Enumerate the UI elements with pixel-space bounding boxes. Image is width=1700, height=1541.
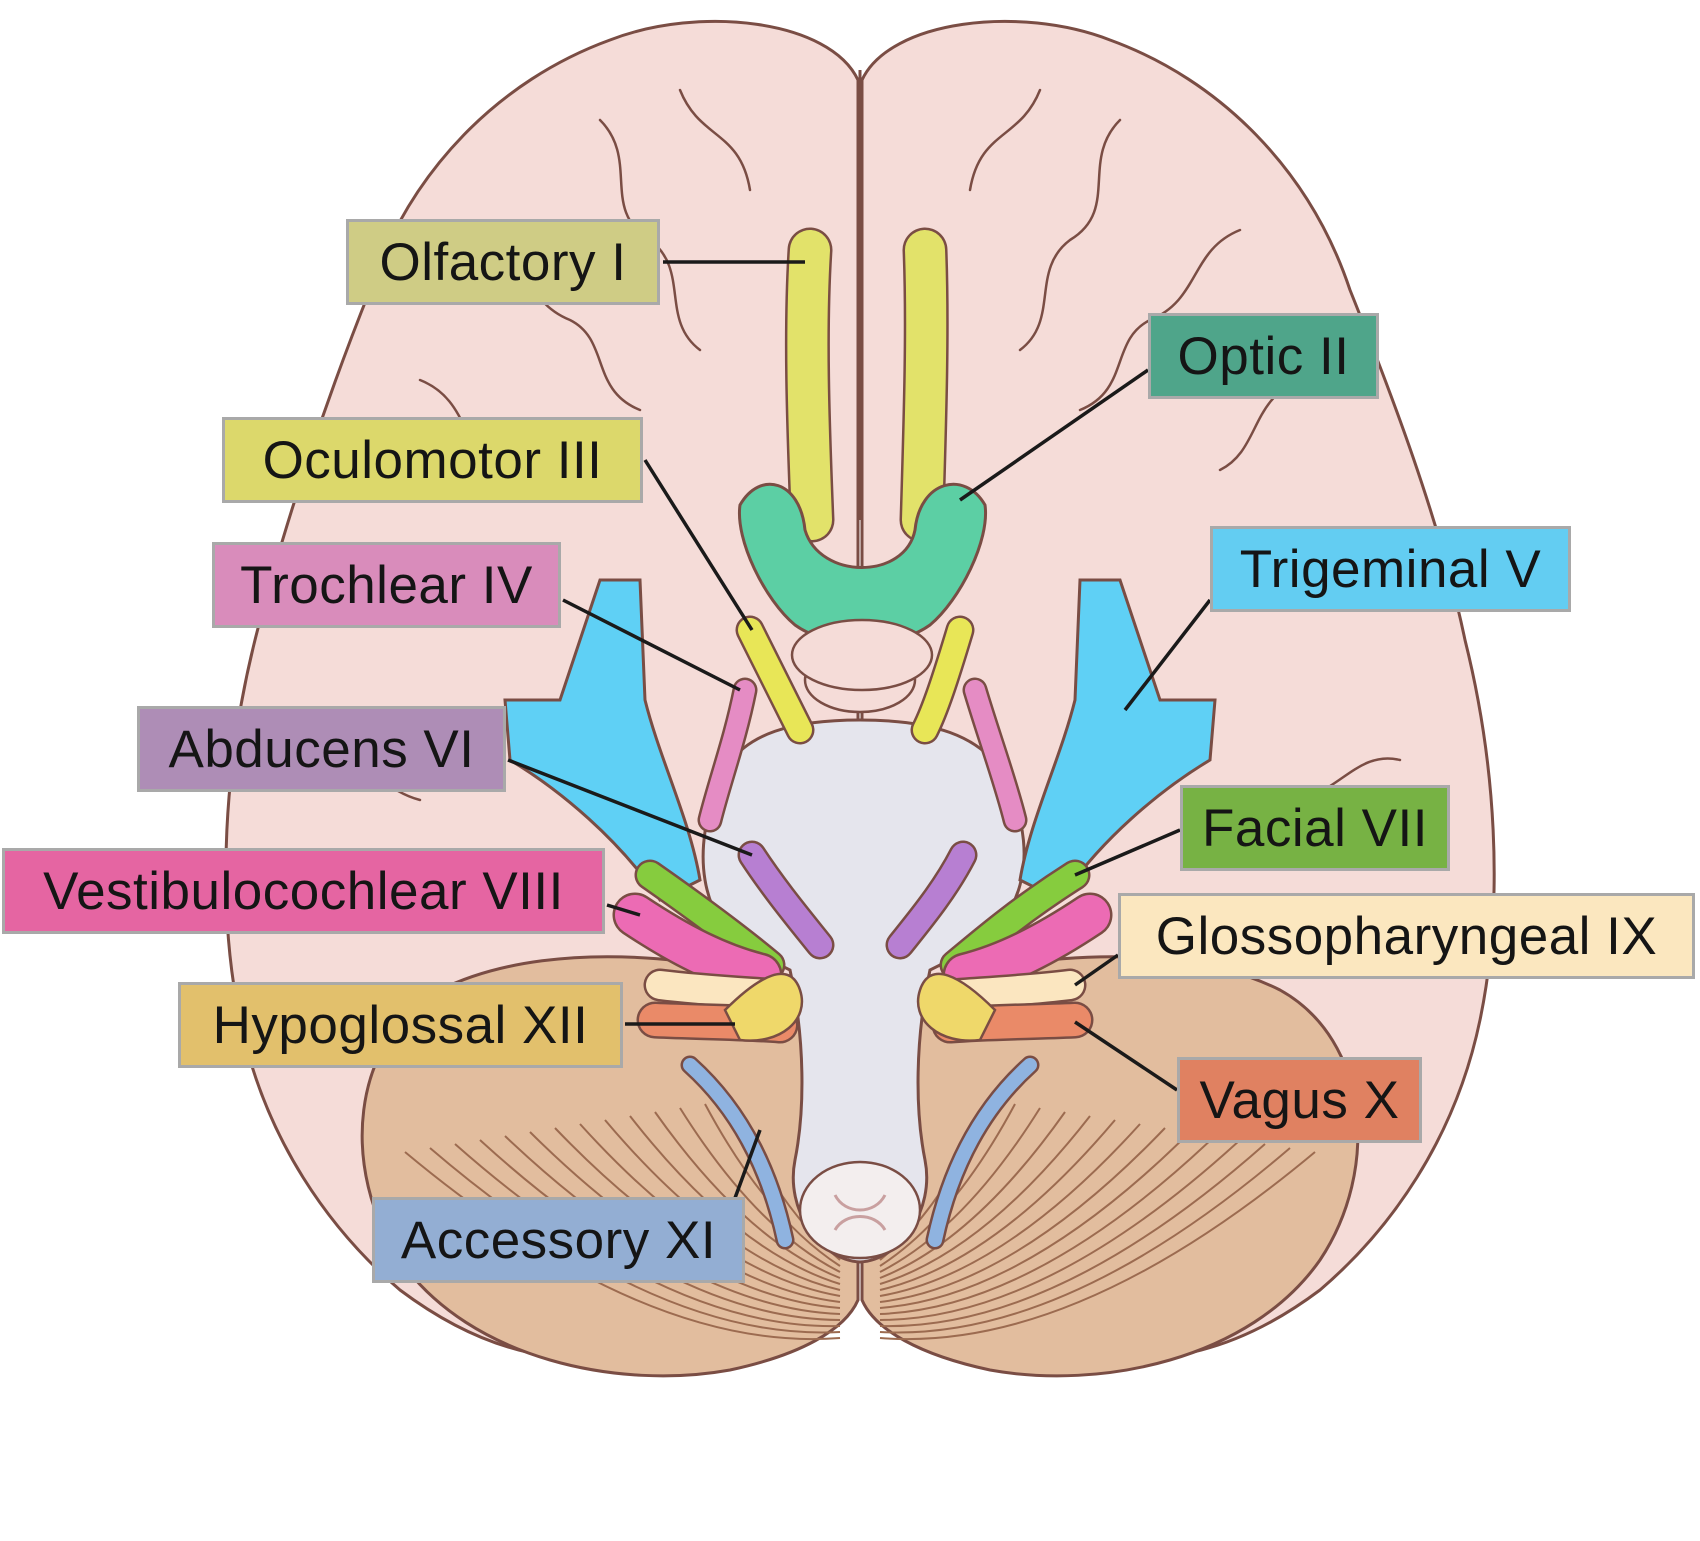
label-optic-text: Optic II: [1177, 326, 1350, 386]
leader-facial: [1074, 828, 1181, 877]
cerebellum-fold-right-7: [879, 1127, 1166, 1303]
oculomotor-nerve-left: [738, 618, 812, 742]
label-vagus-text: Vagus X: [1199, 1070, 1400, 1130]
abducens-nerve-left: [740, 843, 832, 957]
cerebellum-fold-left-3: [654, 1111, 841, 1279]
cerebellum-fold-right-9: [879, 1135, 1216, 1315]
leader-vagus: [1074, 1020, 1178, 1092]
cerebellum-fold-right-11: [879, 1143, 1266, 1328]
gyrus-line-10: [968, 88, 1042, 192]
label-trigeminal: Trigeminal V: [1210, 526, 1571, 612]
pituitary-stalk: [790, 618, 934, 692]
label-vagus: Vagus X: [1177, 1057, 1422, 1143]
label-hypoglossal: Hypoglossal XII: [178, 982, 623, 1068]
label-glossopharyngeal-text: Glossopharyngeal IX: [1155, 906, 1658, 966]
vestibulocochlear-nerve-left: [615, 895, 780, 995]
label-facial: Facial VII: [1180, 785, 1450, 871]
leader-trochlear: [562, 598, 741, 692]
leader-vestibulocochlear: [606, 903, 641, 917]
abducens-nerve-right: [888, 843, 975, 957]
leader-trigeminal: [1123, 598, 1212, 712]
label-vestibulocochlear: Vestibulocochlear VIII: [2, 848, 605, 934]
cerebellum-fold-right-3: [879, 1111, 1066, 1279]
trochlear-nerve-right: [965, 680, 1025, 830]
cerebellum-fold-right-6: [879, 1123, 1141, 1297]
label-optic: Optic II: [1148, 313, 1379, 399]
label-trochlear: Trochlear IV: [212, 542, 561, 628]
hypoglossal-nerve-right: [916, 972, 997, 1042]
label-olfactory: Olfactory I: [346, 219, 660, 305]
leader-oculomotor: [643, 459, 754, 631]
gyrus-line-7: [1018, 118, 1122, 352]
cerebellum-fold-right-8: [879, 1131, 1191, 1309]
cerebellum-fold-right-10: [879, 1139, 1241, 1321]
label-abducens-text: Abducens VI: [168, 719, 475, 779]
label-hypoglossal-text: Hypoglossal XII: [212, 995, 589, 1055]
label-vestibulocochlear-text: Vestibulocochlear VIII: [43, 861, 564, 921]
label-abducens: Abducens VI: [137, 706, 506, 792]
nerve-shapes: [503, 227, 1217, 1250]
cerebellum-fold-right-12: [879, 1147, 1291, 1334]
oculomotor-nerve-right: [913, 618, 972, 742]
leader-accessory: [733, 1129, 762, 1199]
leader-lines: [507, 260, 1212, 1199]
label-oculomotor-text: Oculomotor III: [262, 430, 603, 490]
gyrus-line-3: [678, 88, 752, 192]
label-trigeminal-text: Trigeminal V: [1239, 539, 1542, 599]
olfactory-nerve-left: [787, 230, 832, 540]
vestibulocochlear-nerve-right: [945, 895, 1110, 995]
label-oculomotor: Oculomotor III: [222, 417, 643, 503]
cerebellum-fold-right-2: [879, 1107, 1041, 1273]
cerebellum-fold-left-2: [679, 1107, 841, 1273]
trochlear-nerve-left: [700, 680, 755, 830]
hypoglossal-nerve-left: [723, 972, 804, 1042]
label-olfactory-text: Olfactory I: [379, 232, 627, 292]
grey-matter-butterfly: [833, 1194, 887, 1231]
label-accessory: Accessory XI: [372, 1197, 745, 1283]
leader-glossopharyngeal: [1073, 953, 1120, 987]
cerebellum-fold-right-5: [879, 1119, 1116, 1291]
leader-abducens: [507, 758, 753, 857]
olfactory-nerve-right: [902, 230, 947, 540]
cerebellum-fold-right-13: [879, 1151, 1316, 1341]
label-glossopharyngeal: Glossopharyngeal IX: [1118, 893, 1695, 979]
optic-chiasm: [737, 482, 988, 646]
accessory-nerve-right: [928, 1058, 1037, 1247]
leader-optic: [959, 368, 1149, 502]
label-facial-text: Facial VII: [1202, 798, 1428, 858]
label-trochlear-text: Trochlear IV: [240, 555, 533, 615]
cerebellum-fold-right-4: [879, 1115, 1091, 1285]
accessory-nerve-left: [683, 1058, 792, 1247]
label-accessory-text: Accessory XI: [400, 1210, 717, 1270]
